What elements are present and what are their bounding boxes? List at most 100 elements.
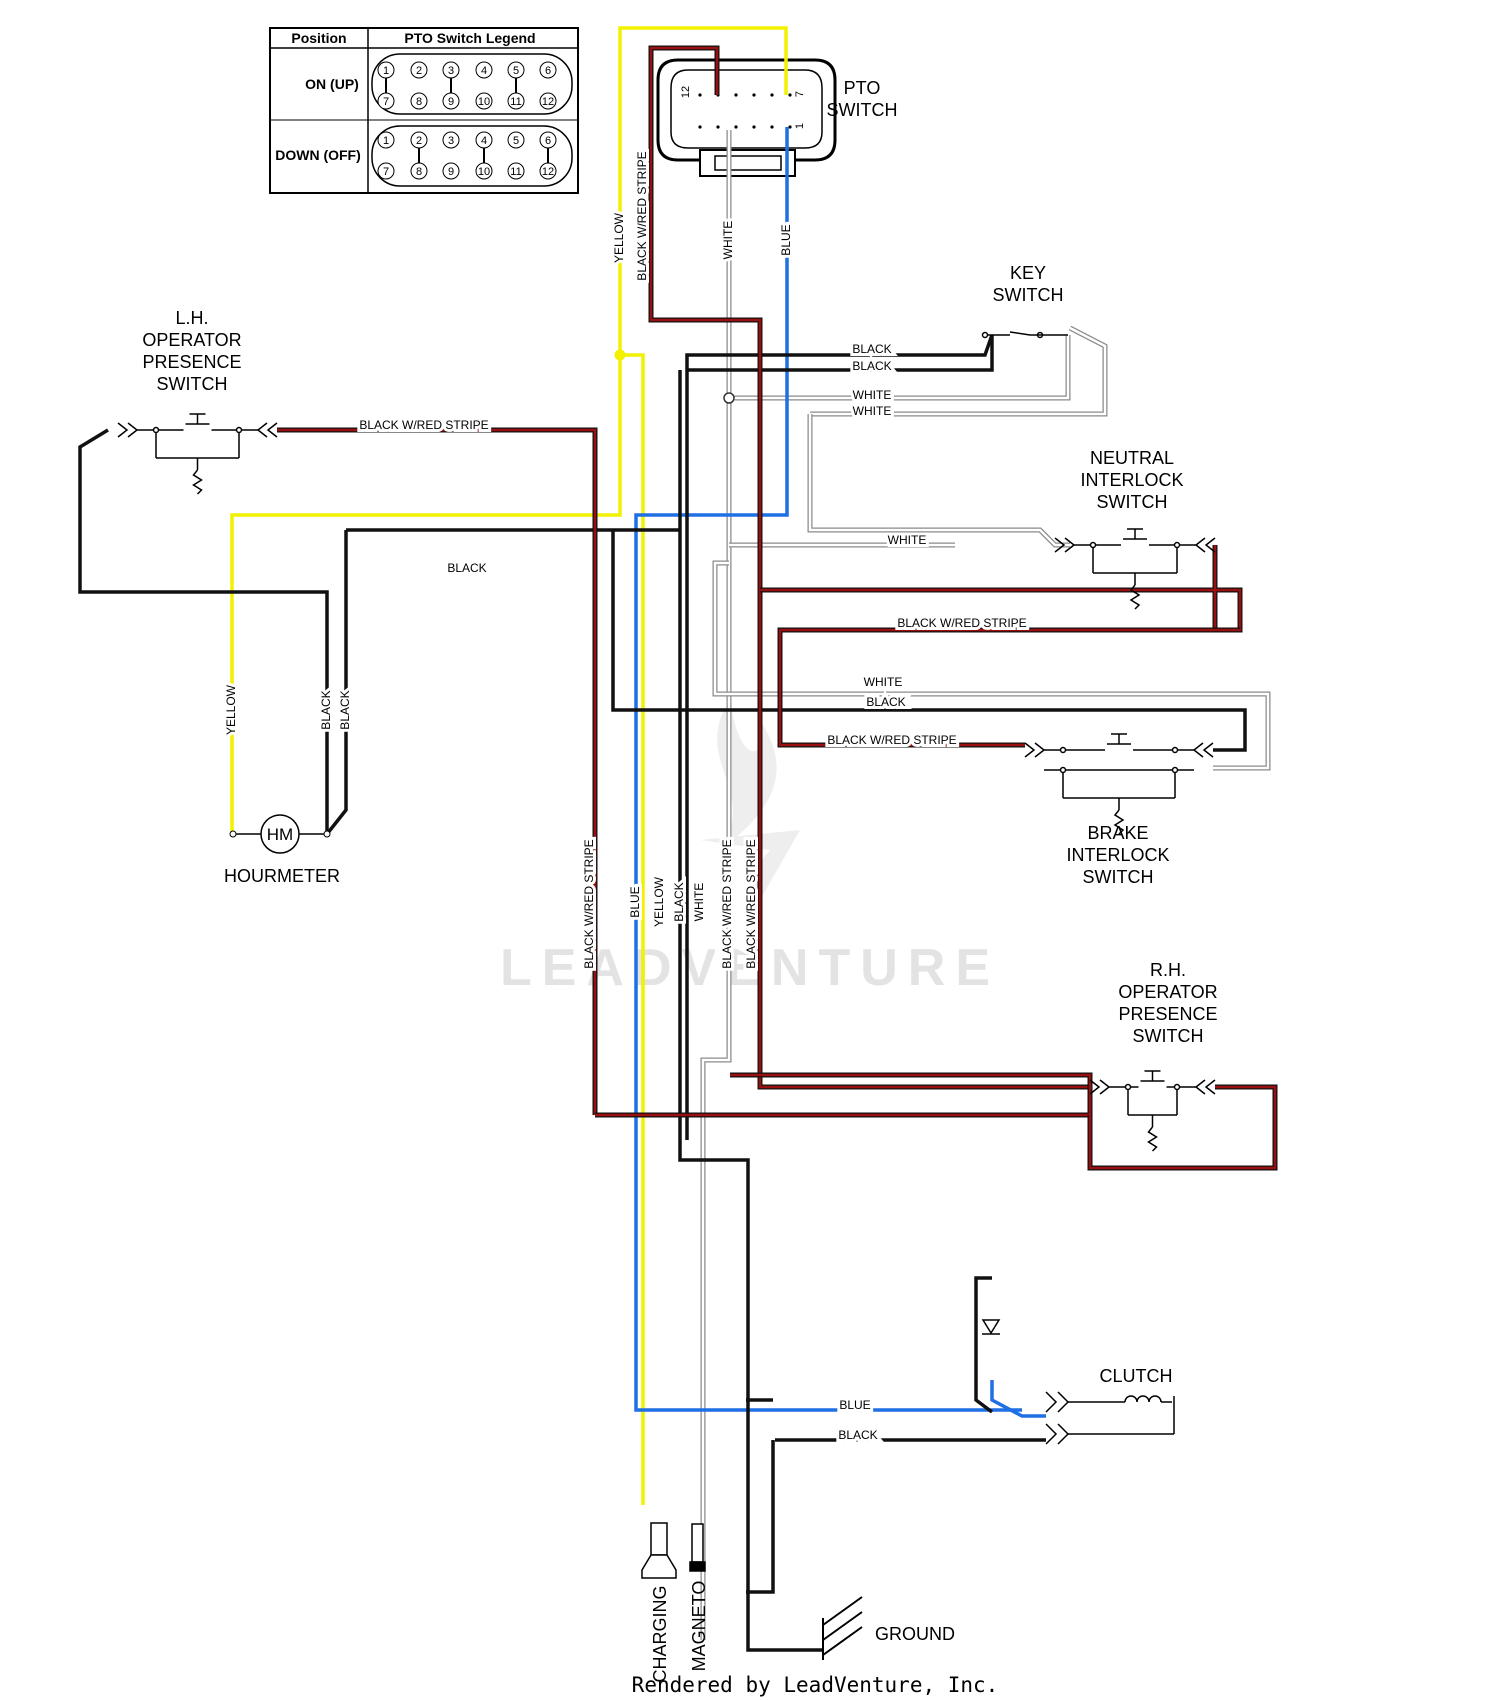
wire-label-black-key-2: BLACK bbox=[849, 356, 894, 376]
bwr-brake bbox=[777, 627, 1240, 748]
svg-text:9: 9 bbox=[448, 166, 454, 178]
wire-label-white-neutral: WHITE bbox=[885, 530, 930, 550]
white-key-2 bbox=[810, 325, 1108, 417]
svg-text:3: 3 bbox=[448, 135, 454, 147]
svg-text:BLACK: BLACK bbox=[447, 561, 486, 575]
wire-label-yellow-hm: YELLOW bbox=[221, 681, 241, 738]
legend-pin-off-1: 1 bbox=[377, 131, 395, 149]
legend-off-label: DOWN (OFF) bbox=[275, 147, 361, 163]
svg-text:BLACK W/RED STRIPE: BLACK W/RED STRIPE bbox=[827, 733, 956, 747]
svg-text:7: 7 bbox=[383, 96, 389, 108]
svg-text:11: 11 bbox=[510, 166, 521, 178]
legend-pin-on-2: 2 bbox=[410, 61, 428, 79]
wire-label-white-pto: WHITE bbox=[718, 218, 738, 263]
svg-text:2: 2 bbox=[416, 135, 422, 147]
white-neutral bbox=[807, 414, 1070, 548]
wire-label-white-key-2: WHITE bbox=[850, 401, 895, 421]
rh-operator-switch-spring-icon bbox=[1147, 1126, 1158, 1152]
legend-pin-off-10: 10 bbox=[475, 162, 493, 180]
black-key-1 bbox=[685, 334, 994, 1140]
magneto-label: MAGNETO bbox=[689, 1581, 709, 1672]
legend-pin-on-11: 11 bbox=[507, 92, 525, 110]
white-pto-trunk bbox=[700, 130, 732, 1640]
svg-text:5: 5 bbox=[513, 135, 519, 147]
pto-pin-7-label: 7 bbox=[794, 91, 806, 97]
svg-text:WHITE: WHITE bbox=[853, 388, 892, 402]
svg-text:BLACK: BLACK bbox=[338, 690, 352, 729]
svg-text:12: 12 bbox=[542, 96, 554, 108]
svg-text:BLACK: BLACK bbox=[852, 359, 891, 373]
legend-pin-on-8: 8 bbox=[410, 92, 428, 110]
wire-label-black-hm-2: BLACK bbox=[335, 687, 355, 732]
bwr-pto-top bbox=[648, 45, 720, 200]
blue-clutch bbox=[990, 1380, 1046, 1418]
black-trunk-ground bbox=[678, 370, 823, 1652]
svg-text:WHITE: WHITE bbox=[721, 221, 735, 260]
svg-text:1: 1 bbox=[383, 65, 389, 77]
svg-text:BLACK W/RED STRIPE: BLACK W/RED STRIPE bbox=[720, 839, 734, 968]
svg-text:BLACK W/RED STRIPE: BLACK W/RED STRIPE bbox=[582, 839, 596, 968]
footer-credit: Rendered by LeadVenture, Inc. bbox=[632, 1673, 999, 1697]
legend-pin-on-6: 6 bbox=[539, 61, 557, 79]
legend-pin-off-8: 8 bbox=[410, 162, 428, 180]
legend-pin-on-1: 1 bbox=[377, 61, 395, 79]
wire-label-trunk-bwr: BLACK W/RED STRIPE bbox=[579, 836, 599, 971]
wire-label-yellow-pto: YELLOW bbox=[609, 209, 629, 266]
hourmeter-symbol: HM bbox=[267, 825, 293, 844]
svg-text:8: 8 bbox=[416, 96, 422, 108]
legend-pin-off-7: 7 bbox=[377, 162, 395, 180]
svg-text:R.H.: R.H. bbox=[1150, 960, 1186, 980]
blue-pto-trunk bbox=[634, 127, 1022, 1412]
charging-connector bbox=[641, 1522, 677, 1579]
wire-label-bwr-lh: BLACK W/RED STRIPE bbox=[356, 415, 491, 435]
neutral-interlock-switch-spring-icon bbox=[1129, 584, 1141, 610]
svg-text:SWITCH: SWITCH bbox=[827, 100, 898, 120]
svg-text:BLUE: BLUE bbox=[628, 886, 642, 917]
svg-text:BLACK W/RED STRIPE: BLACK W/RED STRIPE bbox=[635, 151, 649, 280]
wire-label-black-brake: BLACK bbox=[863, 692, 908, 712]
svg-text:BLACK W/RED STRIPE: BLACK W/RED STRIPE bbox=[897, 616, 1026, 630]
diode-icon bbox=[981, 1319, 1001, 1335]
neutral-interlock-switch bbox=[1054, 528, 1216, 610]
svg-text:YELLOW: YELLOW bbox=[612, 212, 626, 263]
svg-text:4: 4 bbox=[481, 65, 487, 77]
svg-text:YELLOW: YELLOW bbox=[224, 684, 238, 735]
wire-label-trunk-bwr-3: BLACK W/RED STRIPE bbox=[741, 836, 761, 971]
brake-interlock-switch bbox=[1024, 733, 1214, 835]
svg-text:2: 2 bbox=[416, 65, 422, 77]
legend-pin-off-11: 11 bbox=[507, 162, 525, 180]
svg-text:SWITCH: SWITCH bbox=[1083, 867, 1154, 887]
lh-operator-switch-spring-icon bbox=[192, 469, 203, 495]
svg-text:SWITCH: SWITCH bbox=[1097, 492, 1168, 512]
legend-pin-on-12: 12 bbox=[539, 92, 557, 110]
wire-label-trunk-black: BLACK bbox=[669, 879, 689, 924]
svg-text:12: 12 bbox=[542, 166, 554, 178]
svg-text:BLACK: BLACK bbox=[672, 882, 686, 921]
svg-text:WHITE: WHITE bbox=[853, 404, 892, 418]
svg-text:BLACK W/RED STRIPE: BLACK W/RED STRIPE bbox=[744, 839, 758, 968]
hourmeter: HM HOURMETER bbox=[224, 814, 340, 886]
svg-text:BLACK W/RED STRIPE: BLACK W/RED STRIPE bbox=[359, 418, 488, 432]
brake-interlock-switch-spring-icon bbox=[1113, 809, 1125, 835]
black-brake bbox=[611, 530, 1247, 752]
legend-pin-off-4: 4 bbox=[475, 131, 493, 149]
bwr-lh-operator bbox=[277, 427, 598, 1115]
svg-text:1: 1 bbox=[383, 135, 389, 147]
ground-label: GROUND bbox=[875, 1624, 955, 1644]
yellow-hourmeter bbox=[230, 355, 622, 834]
svg-text:8: 8 bbox=[416, 166, 422, 178]
black-charging bbox=[746, 1440, 775, 1594]
black-diode bbox=[974, 1276, 994, 1414]
legend-pin-off-5: 5 bbox=[507, 131, 525, 149]
clutch-coil-icon bbox=[1124, 1395, 1162, 1403]
legend-pin-off-9: 9 bbox=[442, 162, 460, 180]
svg-text:BLUE: BLUE bbox=[839, 1398, 870, 1412]
svg-text:PRESENCE: PRESENCE bbox=[1118, 1004, 1217, 1024]
bwr-rh-return bbox=[1087, 1084, 1278, 1171]
svg-text:WHITE: WHITE bbox=[888, 533, 927, 547]
wire-label-bwr-pto: BLACK W/RED STRIPE bbox=[632, 148, 652, 283]
